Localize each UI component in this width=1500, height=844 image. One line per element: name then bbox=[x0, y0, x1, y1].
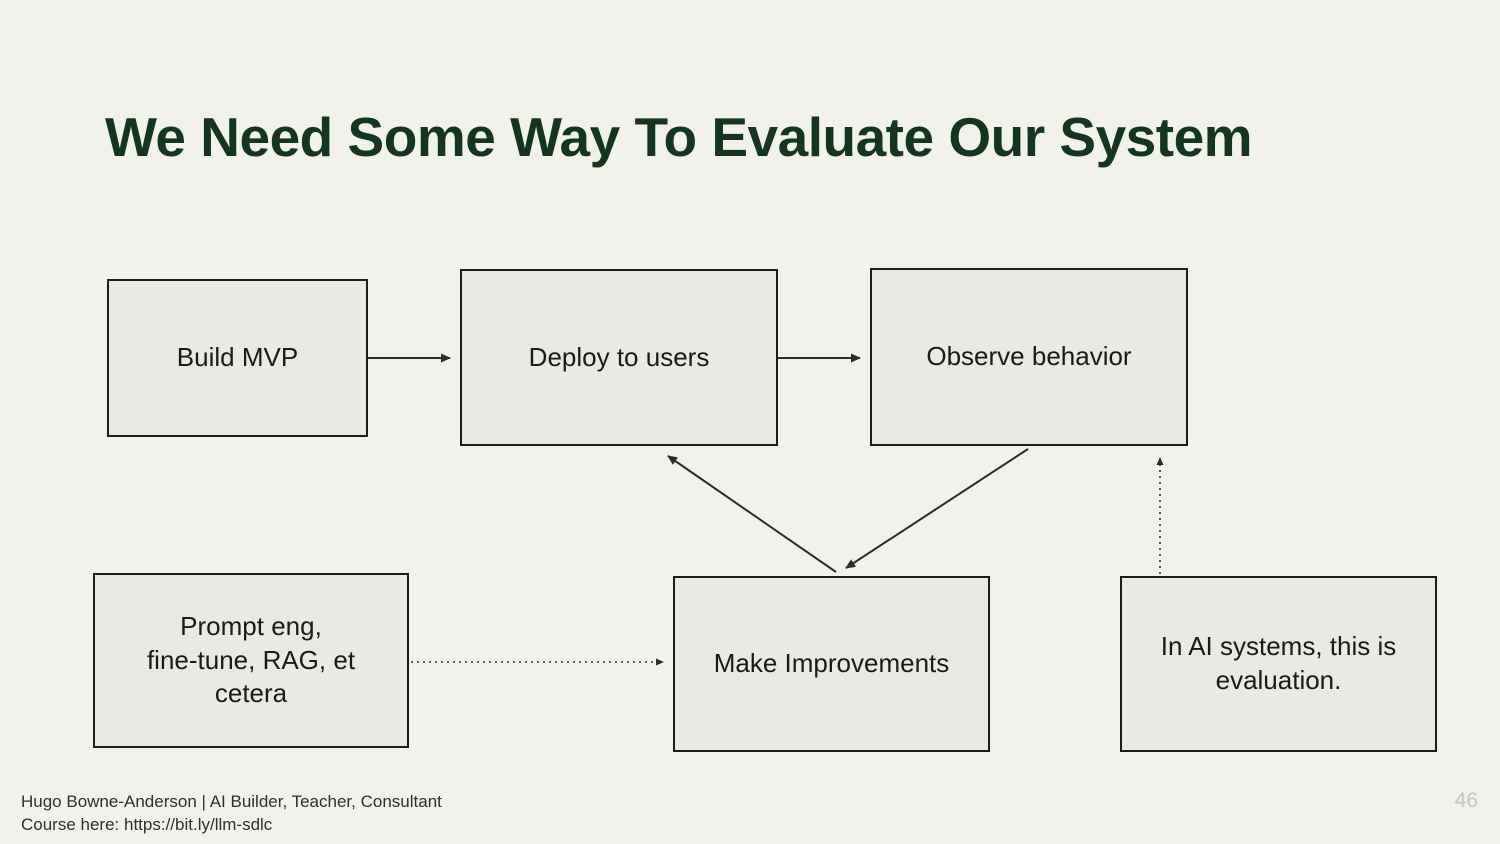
arrow-make-to-deploy bbox=[667, 455, 837, 573]
diagram-node-observe-behavior: Observe behavior bbox=[870, 268, 1188, 446]
slide-title: We Need Some Way To Evaluate Our System bbox=[105, 106, 1253, 168]
page-number: 46 bbox=[1454, 789, 1478, 812]
diagram-node-evaluation-note: In AI systems, this is evaluation. bbox=[1120, 576, 1437, 752]
node-label: Observe behavior bbox=[926, 341, 1132, 372]
node-label: Deploy to users bbox=[528, 341, 710, 372]
diagram-node-prompt-eng: Prompt eng, fine-tune, RAG, et cetera bbox=[93, 573, 409, 748]
arrow-observe-to-make bbox=[845, 448, 1029, 569]
node-label: Build MVP bbox=[176, 342, 299, 373]
footer-course-line: Course here: https://bit.ly/llm-sdlc bbox=[21, 815, 273, 834]
diagram-node-make-improvements: Make Improvements bbox=[673, 576, 990, 752]
diagram-node-build-mvp: Build MVP bbox=[107, 279, 368, 437]
node-label: Make Improvements bbox=[713, 648, 950, 679]
node-label: In AI systems, this is evaluation. bbox=[1160, 631, 1397, 695]
footer: Hugo Bowne-Anderson | AI Builder, Teache… bbox=[21, 790, 442, 836]
footer-author-line: Hugo Bowne-Anderson | AI Builder, Teache… bbox=[21, 792, 442, 811]
diagram-node-deploy-to-users: Deploy to users bbox=[460, 269, 778, 446]
node-label: Prompt eng, fine-tune, RAG, et cetera bbox=[146, 610, 356, 709]
